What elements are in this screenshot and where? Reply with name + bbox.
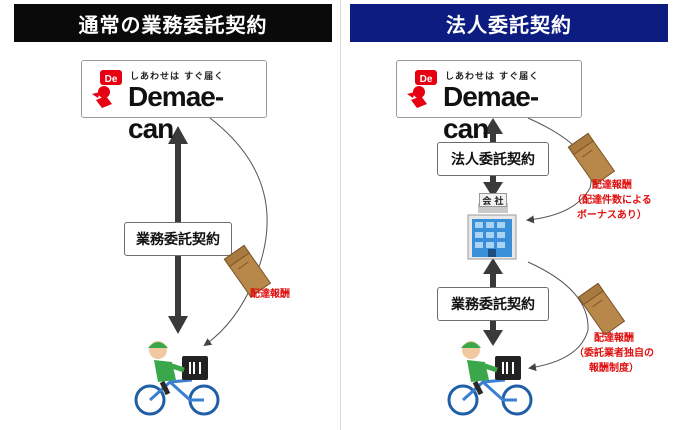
- label-business-contract-right: 業務委託契約: [437, 287, 549, 321]
- demaecan-logo-left: De しあわせは すぐ届く Demae-can: [81, 60, 267, 144]
- svg-text:De: De: [420, 74, 433, 85]
- logo-tagline: しあわせは すぐ届く: [130, 72, 225, 82]
- payment-title: 配達報酬: [591, 180, 632, 191]
- payment-detail-1: （配達件数による: [572, 195, 652, 206]
- pay-envelope-icon: [577, 282, 626, 336]
- office-building-icon: 会 社: [462, 193, 522, 261]
- pay-envelope-icon: [567, 132, 616, 186]
- payment-detail-1: （委託業者独自の: [574, 348, 654, 359]
- label-corporate-contract: 法人委託契約: [437, 142, 549, 176]
- payment-note-right-bottom: 配達報酬 （委託業者独自の 報酬制度）: [574, 331, 654, 376]
- logo-brand: Demae-can: [128, 81, 224, 144]
- payment-title: 配達報酬: [594, 333, 634, 344]
- header-corporate-contract: 法人委託契約: [350, 4, 668, 42]
- logo-brand: Demae-can: [443, 81, 539, 144]
- svg-text:De: De: [105, 74, 118, 85]
- demaecan-logo-right: De しあわせは すぐ届く Demae-can: [396, 60, 582, 144]
- delivery-rider-icon: [447, 341, 533, 416]
- right-bottom-payment-curve: [527, 261, 589, 371]
- label-business-contract-left: 業務委託契約: [124, 222, 232, 256]
- payment-title: 配達報酬: [250, 289, 290, 300]
- pay-envelope-icon: [223, 244, 272, 298]
- panel-divider: [340, 0, 341, 430]
- header-standard-contract: 通常の業務委託契約: [14, 4, 332, 42]
- payment-note-left: 配達報酬: [250, 287, 290, 302]
- payment-note-right-top: 配達報酬 （配達件数による ボーナスあり）: [572, 178, 652, 223]
- company-sign: 会 社: [479, 193, 507, 207]
- payment-detail-2: 報酬制度）: [589, 363, 639, 374]
- payment-detail-2: ボーナスあり）: [576, 210, 647, 221]
- logo-tagline: しあわせは すぐ届く: [445, 72, 540, 82]
- left-payment-curve: [203, 117, 268, 347]
- demaecan-mascot-icon: De: [92, 70, 122, 108]
- delivery-rider-icon: [134, 341, 220, 416]
- building-body: [467, 203, 517, 260]
- demaecan-mascot-icon: De: [407, 70, 437, 108]
- right-top-payment-curve: [526, 117, 592, 224]
